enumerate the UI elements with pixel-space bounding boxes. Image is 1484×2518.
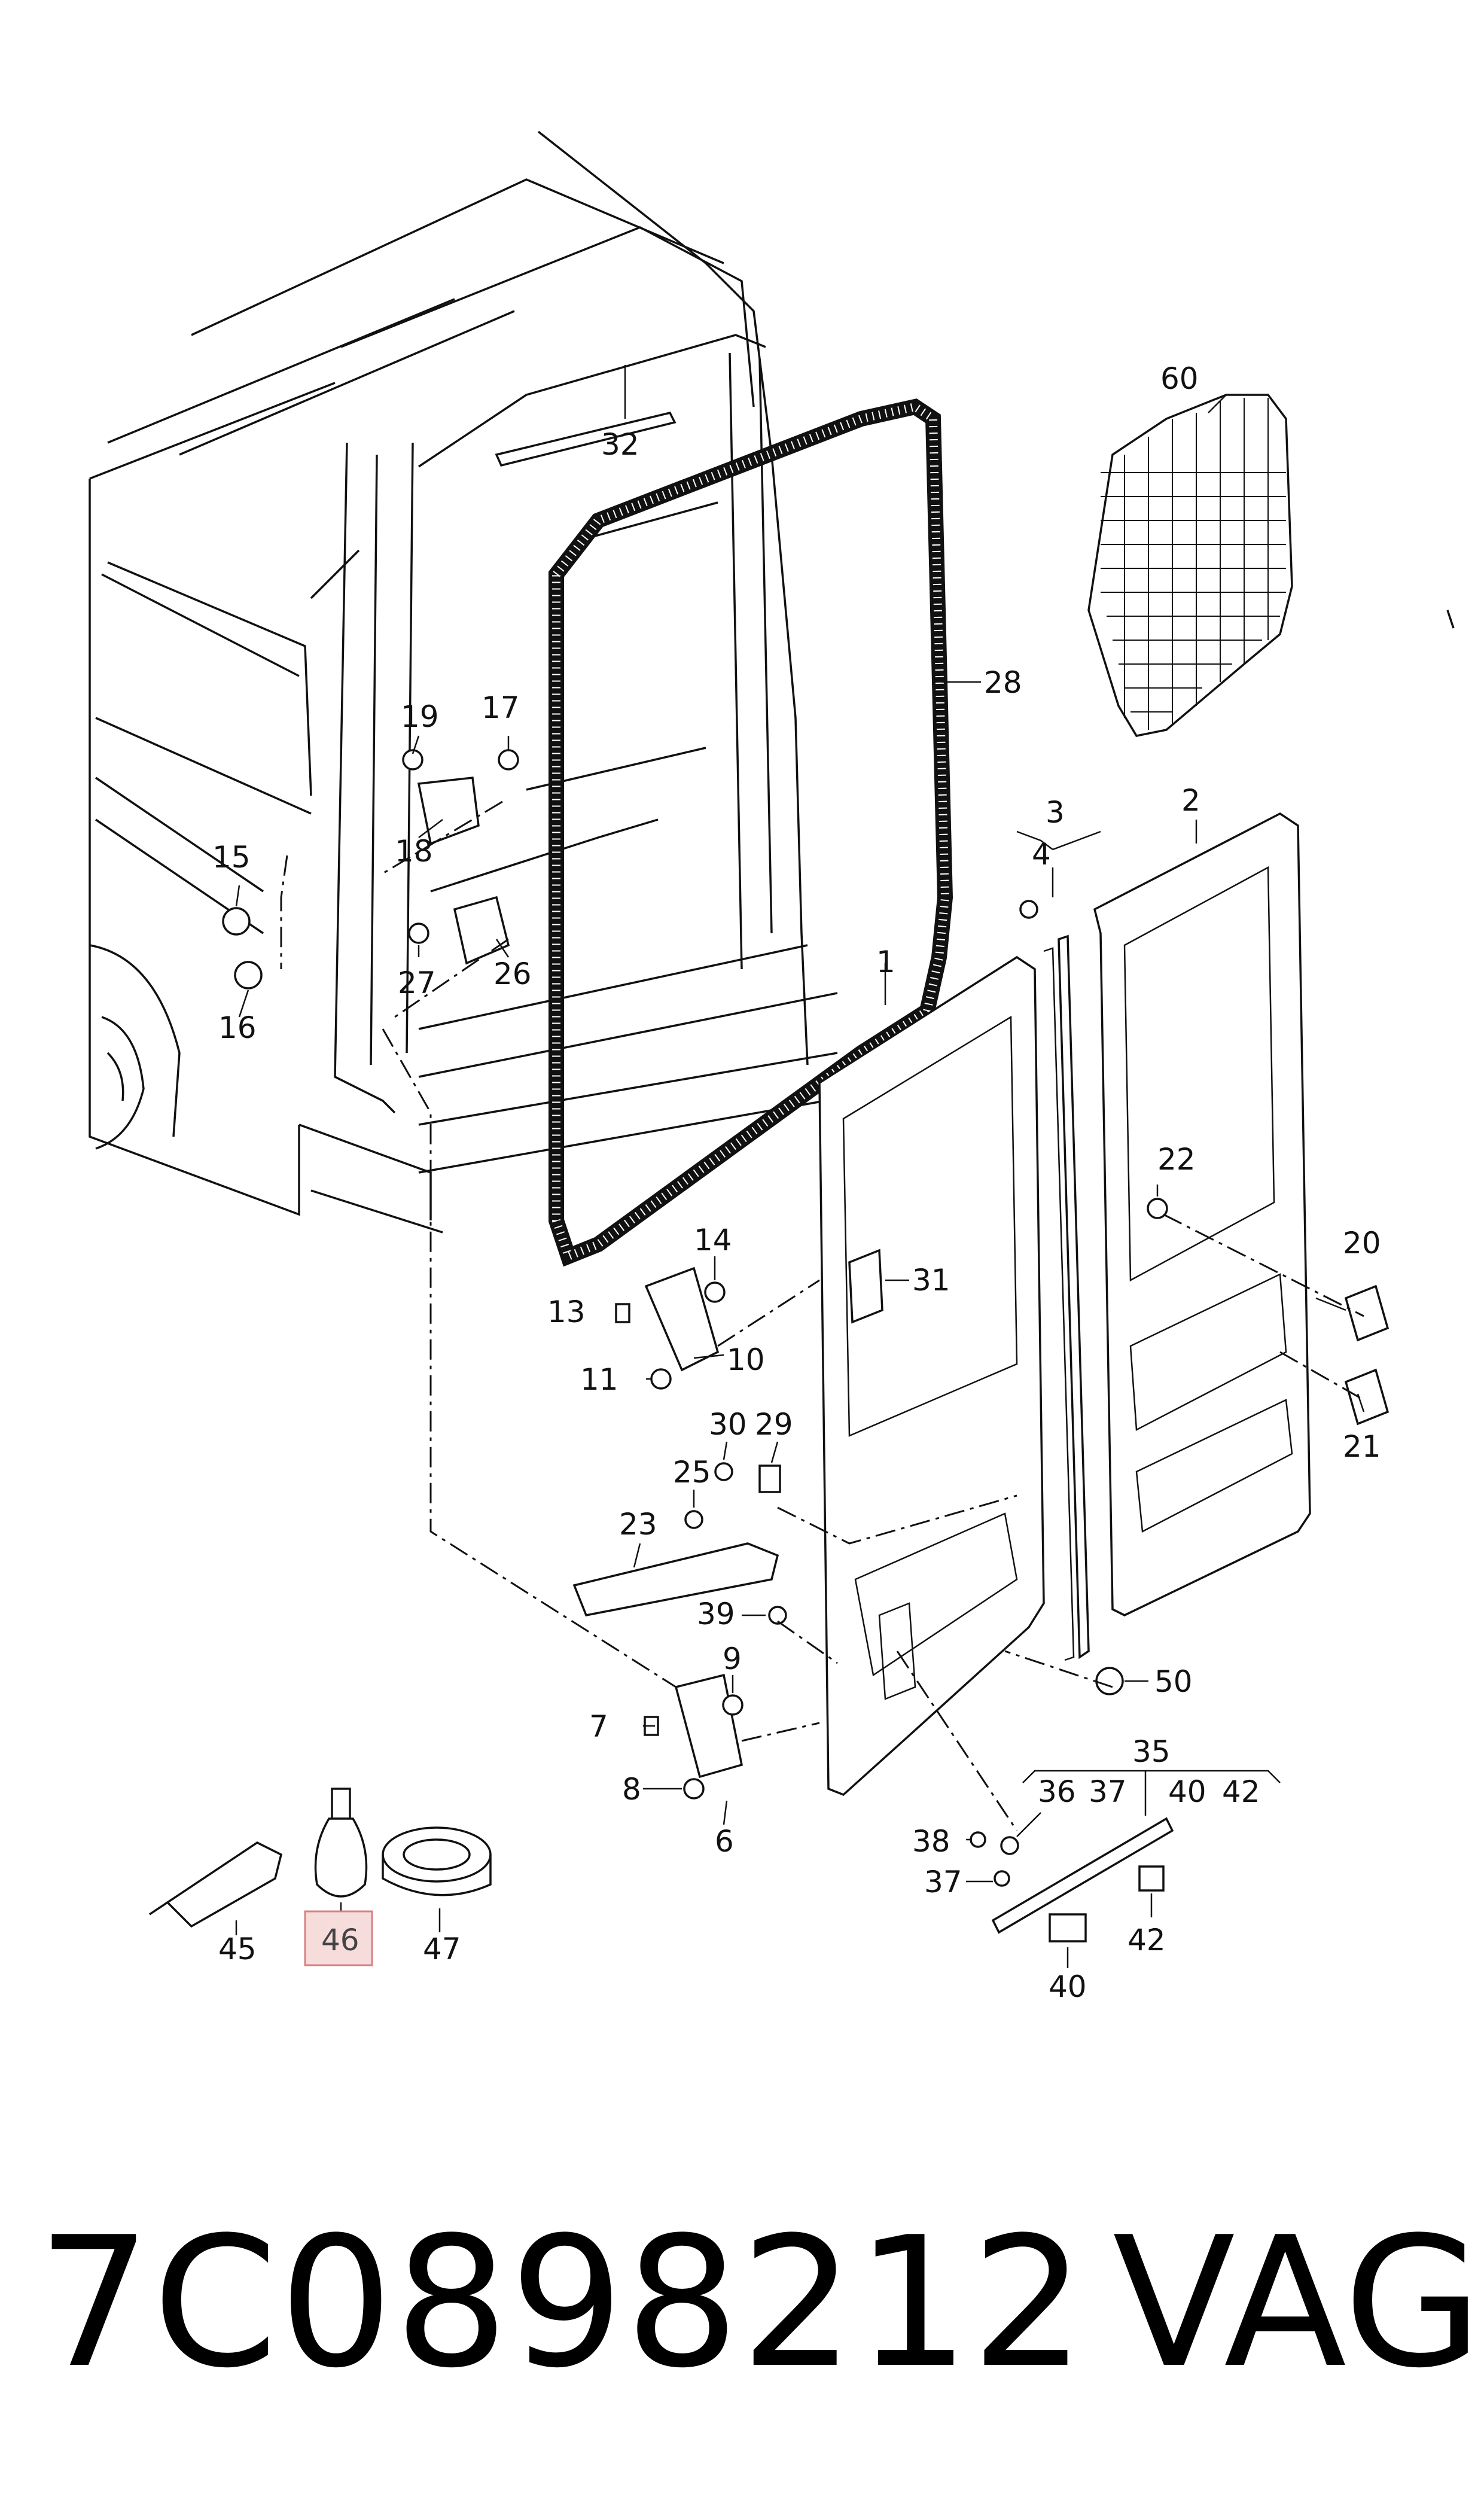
callout-31: 31: [912, 1263, 950, 1298]
tube-45: [149, 1841, 283, 1928]
window-grille: [1087, 394, 1293, 737]
callout-19: 19: [401, 699, 439, 734]
callout-35: 35: [1132, 1734, 1171, 1769]
callout-6: 6: [715, 1824, 734, 1859]
door-check-23: [572, 1542, 779, 1616]
callout-3: 3: [1046, 795, 1065, 830]
bottle-46: [314, 1788, 368, 1898]
callout-7: 7: [589, 1709, 608, 1744]
callout-15: 15: [212, 840, 251, 875]
leader-lines: [235, 365, 1365, 1968]
callout-17: 17: [482, 690, 520, 725]
callout-20: 20: [1343, 1226, 1381, 1260]
right-rear-door: [1093, 812, 1311, 1616]
callout-42-top: 42: [1222, 1774, 1260, 1809]
callout-29: 29: [755, 1407, 793, 1442]
misc-fasteners: [684, 610, 1455, 1695]
callout-60: 60: [1160, 361, 1199, 396]
highlight-box-46: [304, 1910, 373, 1966]
buffers-15-16: [222, 907, 263, 989]
callout-30: 30: [709, 1407, 747, 1442]
handle-strip-35: [970, 1817, 1174, 1942]
brand-name: VAG: [1113, 2199, 1483, 2407]
assembly-lines: [280, 800, 1364, 1831]
tape-roll-47: [382, 1826, 492, 1896]
callout-14: 14: [694, 1223, 732, 1258]
hinge-6: [644, 1673, 743, 1800]
van-body: [89, 130, 838, 1234]
callout-11: 11: [580, 1362, 618, 1397]
callout-28: 28: [984, 665, 1022, 700]
callout-50: 50: [1154, 1664, 1193, 1699]
callout-37-top: 37: [1089, 1774, 1127, 1809]
callout-32: 32: [601, 427, 639, 462]
callout-9: 9: [723, 1642, 742, 1676]
callout-8: 8: [622, 1772, 641, 1807]
part-number: 7C0898212: [37, 2199, 1087, 2407]
callout-18: 18: [395, 834, 433, 869]
callout-13: 13: [547, 1295, 586, 1329]
callout-46: 46: [321, 1923, 359, 1957]
hinge-10: [615, 1266, 726, 1390]
left-rear-door: [818, 955, 1045, 1797]
callout-22: 22: [1157, 1142, 1196, 1177]
lower-hinge-26: [408, 896, 510, 965]
callout-1: 1: [876, 945, 895, 979]
callout-labels: 32 60 28 3 2 4 1 19 17 18 15 16 27 26 22…: [212, 361, 1381, 2004]
callout-27: 27: [398, 966, 436, 1000]
callout-23: 23: [619, 1507, 657, 1542]
door-seal: [548, 398, 953, 1267]
callout-26: 26: [493, 957, 532, 991]
callout-21: 21: [1343, 1429, 1381, 1464]
callout-36: 36: [1038, 1774, 1076, 1809]
callout-4: 4: [1032, 837, 1051, 872]
callout-47: 47: [423, 1932, 461, 1966]
callout-40-top: 40: [1168, 1774, 1206, 1809]
callout-37: 37: [924, 1865, 962, 1899]
callout-25: 25: [673, 1455, 711, 1490]
door-edge-strip: [1043, 934, 1090, 1661]
callout-38: 38: [912, 1824, 950, 1859]
callout-42: 42: [1128, 1923, 1166, 1957]
callout-39: 39: [697, 1597, 735, 1631]
callout-10: 10: [727, 1342, 765, 1377]
callout-2: 2: [1181, 783, 1200, 818]
callout-40: 40: [1049, 1969, 1087, 2004]
upper-hinge-18: [402, 749, 519, 845]
callout-45: 45: [218, 1932, 257, 1966]
callout-16: 16: [218, 1010, 257, 1045]
